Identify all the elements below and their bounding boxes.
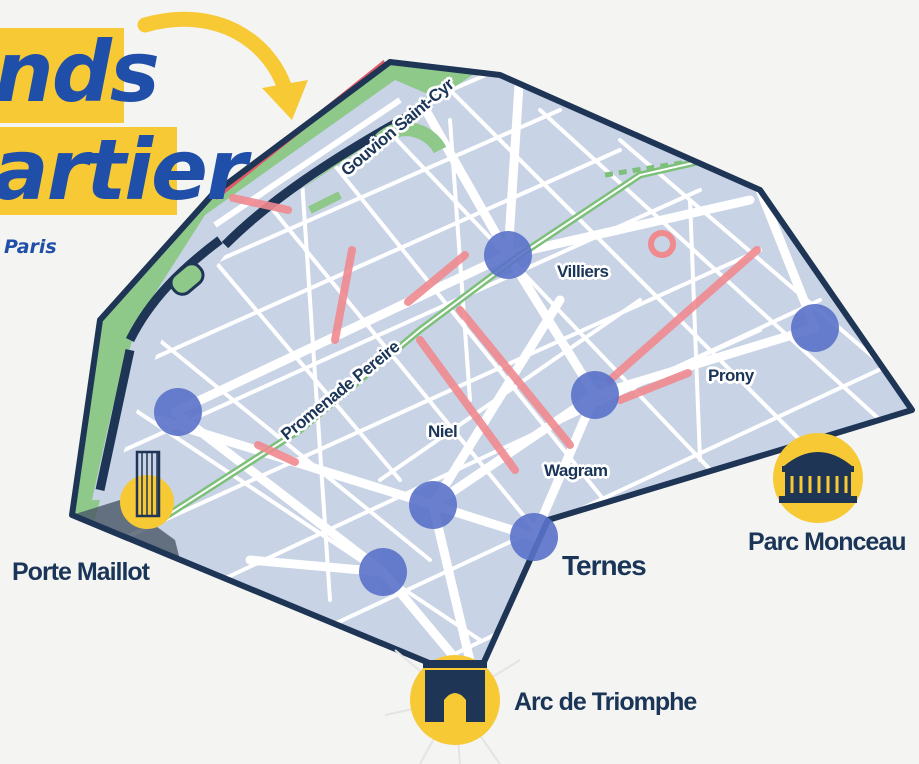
tower-icon [120,450,174,529]
street-label-villiers: Villiers [557,262,609,281]
title-line-2: artier [0,121,247,219]
metro-station-icon [154,231,839,596]
street-label-niel: Niel [428,422,458,441]
curved-arrow-icon [137,11,308,120]
triumphal-arch-icon [384,649,521,764]
street-label-prony: Prony [708,366,754,385]
roundabout-marker [648,230,676,258]
title-subtitle: Paris [4,236,57,258]
title-block [0,28,177,215]
place-label-maillot: Porte Maillot [12,558,150,586]
highlighted-streets [229,194,761,474]
place-label-monceau: Parc Monceau [748,528,907,556]
street-label-wagram: Wagram [544,461,608,480]
place-label-ternes: Ternes [562,550,647,581]
rotunda-icon [773,433,863,523]
title-line-1: nds [0,23,160,121]
place-label-arc: Arc de Triomphe [514,688,697,716]
